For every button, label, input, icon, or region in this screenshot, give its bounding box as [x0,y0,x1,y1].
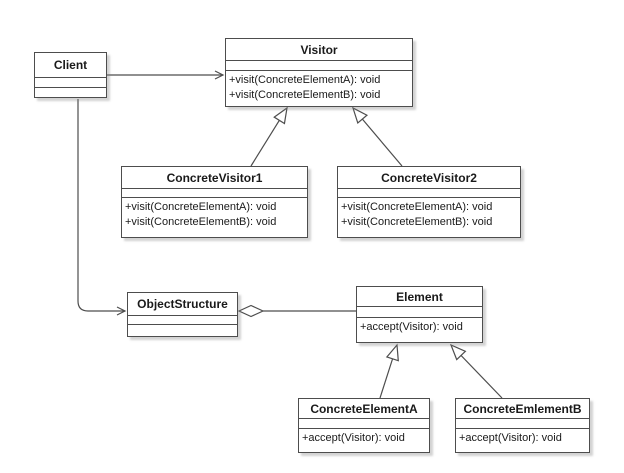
class-concreteelementb-methods-compartment: +accept(Visitor): void [456,429,589,446]
class-client-attributes-compartment [35,78,106,88]
class-element-methods-compartment: +accept(Visitor): void [357,318,482,335]
class-concretevisitor1-attributes-compartment [122,189,307,198]
generalization-concretevisitor2-visitor [353,108,403,167]
method-visit-b: +visit(ConcreteElementB): void [229,89,381,101]
generalization-concreteelementa-element [379,345,397,399]
class-concretevisitor1-methods-compartment: +visit(ConcreteElementA): void +visit(Co… [122,198,307,230]
class-concretevisitor2-methods-compartment: +visit(ConcreteElementA): void +visit(Co… [338,198,520,230]
class-objectstructure-methods-compartment [128,325,237,327]
class-concreteelementa-methods-compartment: +accept(Visitor): void [299,429,429,446]
method-visit-a: +visit(ConcreteElementA): void [229,74,381,86]
method-visit-a: +visit(ConcreteElementA): void [125,201,277,213]
class-element: Element +accept(Visitor): void [356,286,483,343]
class-concreteelementa: ConcreteElementA +accept(Visitor): void [298,398,430,453]
method-accept: +accept(Visitor): void [302,432,405,444]
class-client-methods-compartment [35,88,106,90]
class-visitor-methods-compartment: +visit(ConcreteElementA): void +visit(Co… [226,71,412,103]
class-visitor-title: Visitor [226,39,412,61]
class-visitor: Visitor +visit(ConcreteElementA): void +… [225,38,413,107]
generalization-concretevisitor1-visitor [250,108,287,167]
class-objectstructure: ObjectStructure [127,292,238,337]
class-concreteelementb-attributes-compartment [456,419,589,429]
class-concreteelementb-title: ConcreteEmlementB [456,399,589,419]
class-client: Client [34,52,107,98]
method-visit-b: +visit(ConcreteElementB): void [341,216,493,228]
method-accept: +accept(Visitor): void [360,321,463,333]
class-objectstructure-attributes-compartment [128,316,237,325]
method-visit-b: +visit(ConcreteElementB): void [125,216,277,228]
association-client-objectstructure [77,99,127,316]
class-concretevisitor2: ConcreteVisitor2 +visit(ConcreteElementA… [337,166,521,238]
class-client-title: Client [35,53,106,78]
method-visit-a: +visit(ConcreteElementA): void [341,201,493,213]
class-concreteelementb: ConcreteEmlementB +accept(Visitor): void [455,398,590,453]
class-element-attributes-compartment [357,307,482,318]
class-concretevisitor2-title: ConcreteVisitor2 [338,167,520,189]
class-element-title: Element [357,287,482,307]
method-accept: +accept(Visitor): void [459,432,562,444]
class-concretevisitor2-attributes-compartment [338,189,520,198]
aggregation-diamond [237,304,265,318]
class-visitor-attributes-compartment [226,61,412,71]
class-concretevisitor1-title: ConcreteVisitor1 [122,167,307,189]
class-objectstructure-title: ObjectStructure [128,293,237,316]
class-concreteelementa-title: ConcreteElementA [299,399,429,419]
class-concretevisitor1: ConcreteVisitor1 +visit(ConcreteElementA… [121,166,308,238]
generalization-concreteelementb-element [451,345,503,399]
class-concreteelementa-attributes-compartment [299,419,429,429]
